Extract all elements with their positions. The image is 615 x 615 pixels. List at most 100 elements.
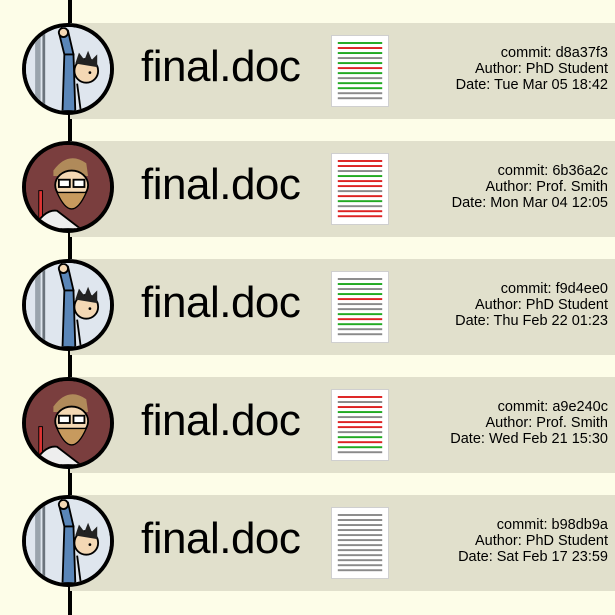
diff-line (337, 52, 383, 55)
diff-line (337, 451, 383, 454)
commit-author: Author: PhD Student (475, 61, 608, 77)
diff-line (337, 524, 383, 527)
diff-line (337, 554, 383, 557)
document-diff-icon (331, 389, 389, 461)
document-diff-icon (331, 35, 389, 107)
diff-line (337, 165, 383, 167)
diff-line (337, 42, 383, 44)
diff-line (337, 426, 383, 429)
diff-line (337, 328, 383, 331)
avatar-phd-student (22, 495, 114, 587)
commit-meta: commit: b98db9a Author: PhD Student Date… (388, 517, 608, 565)
commit-date: Date: Tue Mar 05 18:42 (455, 77, 608, 93)
diff-line (337, 396, 383, 398)
commit-hash: commit: 6b36a2c (497, 163, 608, 179)
diff-line (337, 534, 383, 537)
commit-entry[interactable]: final.doc commit: f9d4ee0 Author: PhD St… (0, 236, 615, 356)
diff-line (337, 564, 383, 567)
commit-hash: commit: b98db9a (496, 517, 608, 533)
document-diff-icon (331, 153, 389, 225)
diff-line (337, 87, 383, 90)
avatar-phd-student (22, 259, 114, 351)
diff-line (337, 57, 383, 60)
commit-entry[interactable]: final.doc commit: 6b36a2c Author: Prof. … (0, 118, 615, 238)
file-name: final.doc (141, 42, 301, 91)
diff-line (337, 170, 383, 173)
diff-line (337, 210, 383, 213)
diff-line (337, 92, 383, 95)
diff-line (337, 416, 383, 419)
file-name: final.doc (141, 396, 301, 445)
diff-line (337, 318, 383, 321)
diff-line (337, 441, 383, 444)
commit-author: Author: Prof. Smith (485, 179, 609, 195)
commit-date: Date: Wed Feb 21 15:30 (450, 431, 608, 447)
diff-line (337, 67, 383, 70)
diff-line (337, 288, 383, 291)
commit-entry[interactable]: final.doc commit: a9e240c Author: Prof. … (0, 354, 615, 474)
commit-meta: commit: d8a37f3 Author: PhD Student Date… (388, 45, 608, 93)
diff-line (337, 62, 383, 65)
diff-line (337, 406, 383, 409)
diff-line (337, 180, 383, 183)
diff-line (337, 421, 383, 424)
commit-hash: commit: f9d4ee0 (500, 281, 608, 297)
commit-author: Author: PhD Student (475, 533, 608, 549)
diff-line (337, 519, 383, 521)
diff-line (337, 97, 383, 100)
diff-line (337, 313, 383, 316)
diff-line (337, 514, 383, 516)
diff-line (337, 401, 383, 403)
diff-line (337, 544, 383, 547)
diff-line (337, 569, 383, 572)
commit-hash: commit: a9e240c (497, 399, 608, 415)
commit-meta: commit: 6b36a2c Author: Prof. Smith Date… (388, 163, 608, 211)
diff-line (337, 308, 383, 311)
diff-line (337, 539, 383, 542)
commit-meta: commit: f9d4ee0 Author: PhD Student Date… (388, 281, 608, 329)
diff-line (337, 529, 383, 532)
diff-line (337, 333, 383, 336)
document-diff-icon (331, 271, 389, 343)
avatar-prof-smith (22, 377, 114, 469)
commit-entry[interactable]: final.doc commit: b98db9a Author: PhD St… (0, 472, 615, 592)
diff-line (337, 205, 383, 208)
diff-line (337, 549, 383, 552)
commit-meta: commit: a9e240c Author: Prof. Smith Date… (388, 399, 608, 447)
diff-line (337, 303, 383, 306)
commit-date: Date: Thu Feb 22 01:23 (455, 313, 608, 329)
diff-line (337, 190, 383, 193)
commit-entry[interactable]: final.doc commit: d8a37f3 Author: PhD St… (0, 0, 615, 120)
diff-line (337, 436, 383, 439)
diff-line (337, 559, 383, 562)
diff-line (337, 82, 383, 85)
diff-line (337, 323, 383, 326)
avatar-phd-student (22, 23, 114, 115)
diff-line (337, 185, 383, 188)
diff-line (337, 431, 383, 434)
diff-line (337, 215, 383, 218)
diff-line (337, 47, 383, 49)
diff-line (337, 195, 383, 198)
file-name: final.doc (141, 278, 301, 327)
diff-line (337, 278, 383, 280)
diff-line (337, 283, 383, 285)
commit-author: Author: PhD Student (475, 297, 608, 313)
diff-line (337, 77, 383, 80)
diff-line (337, 160, 383, 162)
diff-line (337, 411, 383, 414)
file-name: final.doc (141, 160, 301, 209)
commit-hash: commit: d8a37f3 (500, 45, 608, 61)
diff-line (337, 175, 383, 178)
commit-author: Author: Prof. Smith (485, 415, 609, 431)
diff-line (337, 298, 383, 301)
diff-line (337, 446, 383, 449)
diff-line (337, 72, 383, 75)
file-name: final.doc (141, 514, 301, 563)
document-diff-icon (331, 507, 389, 579)
commit-date: Date: Mon Mar 04 12:05 (451, 195, 608, 211)
diff-line (337, 200, 383, 203)
commit-date: Date: Sat Feb 17 23:59 (458, 549, 608, 565)
avatar-prof-smith (22, 141, 114, 233)
diff-line (337, 293, 383, 296)
